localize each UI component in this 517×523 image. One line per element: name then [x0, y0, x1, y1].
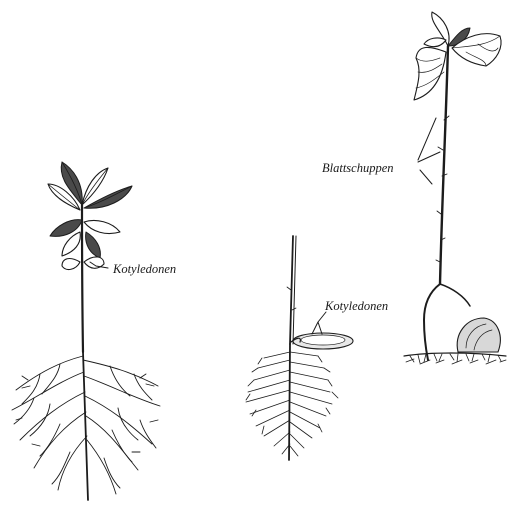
right-scales-pointer [418, 118, 440, 184]
left-cotyledon-label: Kotyledonen [112, 262, 176, 276]
left-seedling-roots [12, 352, 160, 500]
middle-cotyledon-label: Kotyledonen [324, 299, 388, 313]
right-seedling-ground [404, 353, 506, 364]
left-seedling-leaves [48, 162, 132, 258]
middle-seedling-cotyledon [291, 333, 353, 349]
middle-seedling: Kotyledonen [246, 236, 388, 460]
right-scales-label: Blattschuppen [322, 161, 394, 175]
left-seedling-stem [82, 205, 83, 352]
left-seedling: Kotyledonen [12, 162, 176, 500]
middle-seedling-roots [246, 344, 338, 460]
middle-cotyledon-pointer [312, 312, 326, 334]
right-seedling-leaves [414, 12, 501, 100]
right-seedling-stem [440, 46, 448, 284]
